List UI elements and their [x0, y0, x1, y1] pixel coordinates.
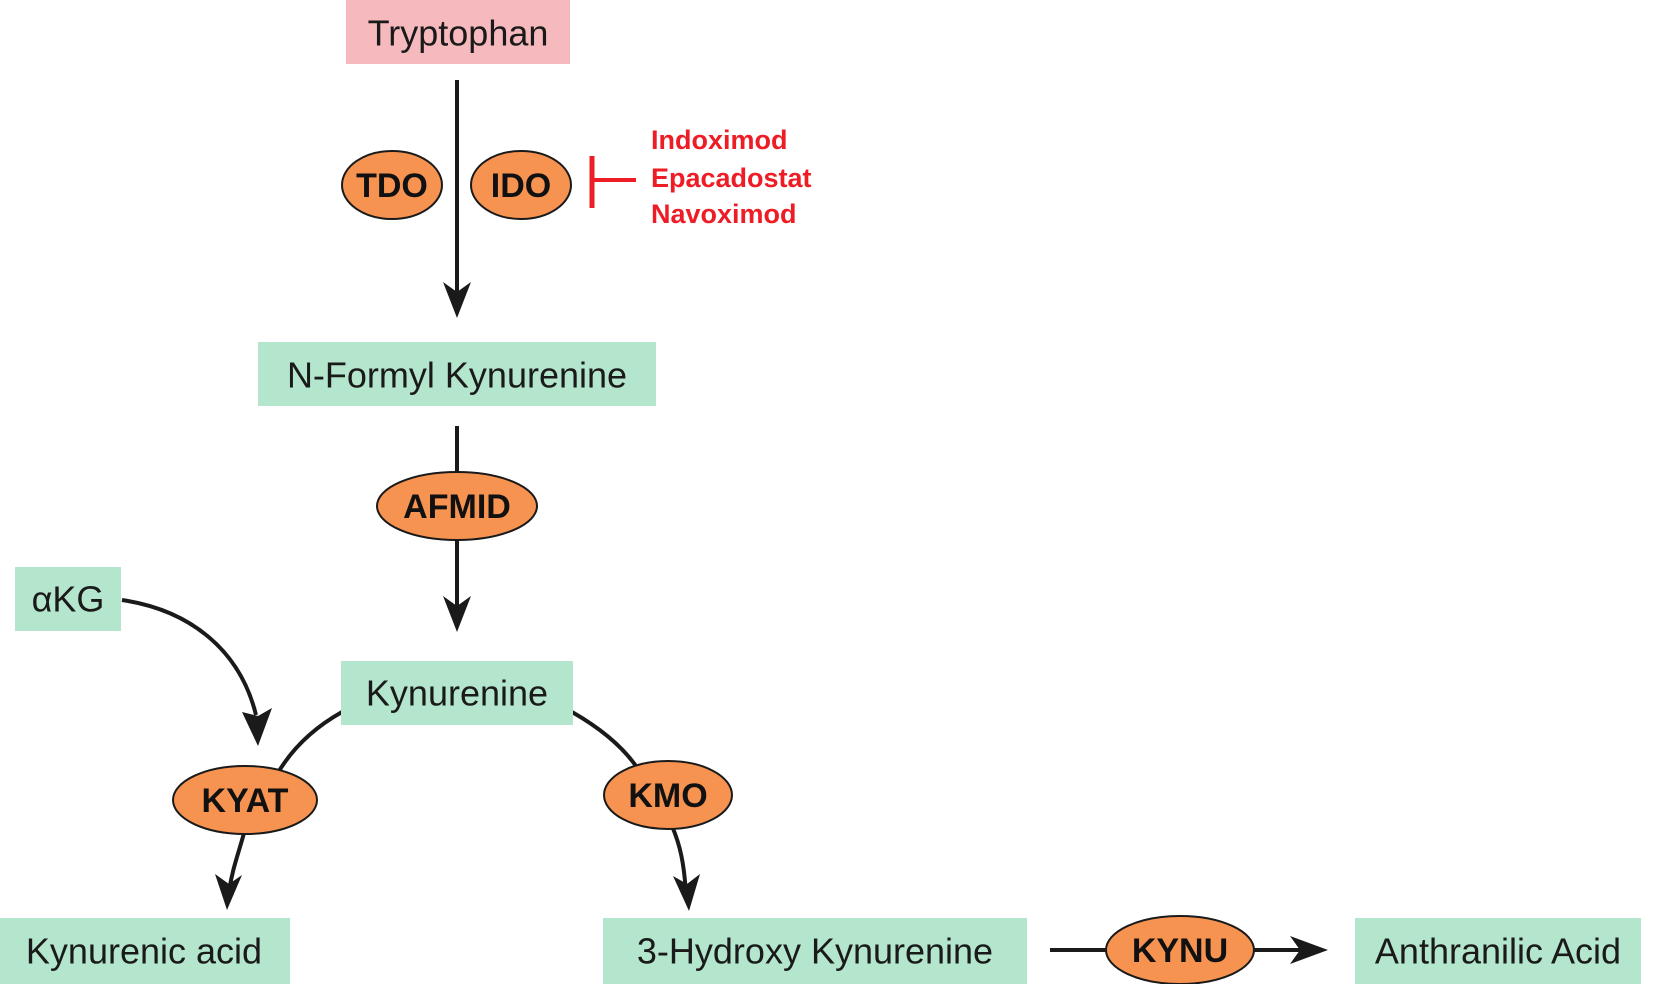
- enzyme-kmo-label: KMO: [628, 777, 707, 815]
- arrowhead-akg-kyat: [242, 708, 272, 746]
- enzyme-kmo: KMO: [603, 760, 733, 830]
- node-kynurenine-label: Kynurenine: [366, 673, 548, 714]
- inhibitor-epacadostat: Epacadostat: [651, 163, 812, 193]
- node-anthranilic-acid: Anthranilic Acid: [1355, 918, 1641, 984]
- enzyme-kyat: KYAT: [172, 765, 318, 835]
- node-akg: αKG: [15, 567, 121, 631]
- arrowhead-nfk: [443, 282, 471, 318]
- enzyme-kynu-label: KYNU: [1132, 932, 1228, 970]
- arrowhead-kynurenine: [443, 596, 471, 632]
- edge-akg-to-kyat: [121, 598, 258, 716]
- node-akg-label: αKG: [32, 579, 105, 620]
- node-kynurenic-acid-label: Kynurenic acid: [26, 931, 262, 972]
- arrowhead-kynurenic-acid: [215, 874, 242, 910]
- node-3-hydroxy-kynurenine-label: 3-Hydroxy Kynurenine: [637, 931, 993, 972]
- node-kynurenine: Kynurenine: [341, 661, 573, 725]
- enzyme-kynu: KYNU: [1105, 915, 1255, 984]
- enzyme-tdo-label: TDO: [356, 167, 428, 205]
- node-kynurenic-acid: Kynurenic acid: [0, 918, 290, 984]
- node-tryptophan: Tryptophan: [346, 0, 570, 64]
- arrowhead-hydroxy-kynurenine: [673, 874, 700, 911]
- enzyme-ido: IDO: [470, 150, 572, 220]
- inhibitor-list: Indoximod Epacadostat Navoximod: [651, 125, 812, 229]
- enzyme-afmid-label: AFMID: [403, 488, 511, 526]
- edge-kynurenine-to-kmo: [571, 710, 642, 774]
- node-n-formyl-kynurenine-label: N-Formyl Kynurenine: [287, 355, 627, 396]
- node-3-hydroxy-kynurenine: 3-Hydroxy Kynurenine: [603, 918, 1027, 984]
- arrowhead-anthranilic: [1290, 936, 1328, 964]
- inhibitor-navoximod: Navoximod: [651, 199, 797, 229]
- enzyme-ido-label: IDO: [491, 167, 551, 205]
- enzyme-afmid: AFMID: [376, 471, 538, 541]
- inhibitor-indoximod: Indoximod: [651, 125, 788, 155]
- node-n-formyl-kynurenine: N-Formyl Kynurenine: [258, 342, 656, 406]
- node-anthranilic-acid-label: Anthranilic Acid: [1375, 931, 1621, 972]
- node-tryptophan-label: Tryptophan: [368, 13, 549, 54]
- enzyme-kyat-label: KYAT: [202, 782, 289, 820]
- enzyme-tdo: TDO: [341, 150, 443, 220]
